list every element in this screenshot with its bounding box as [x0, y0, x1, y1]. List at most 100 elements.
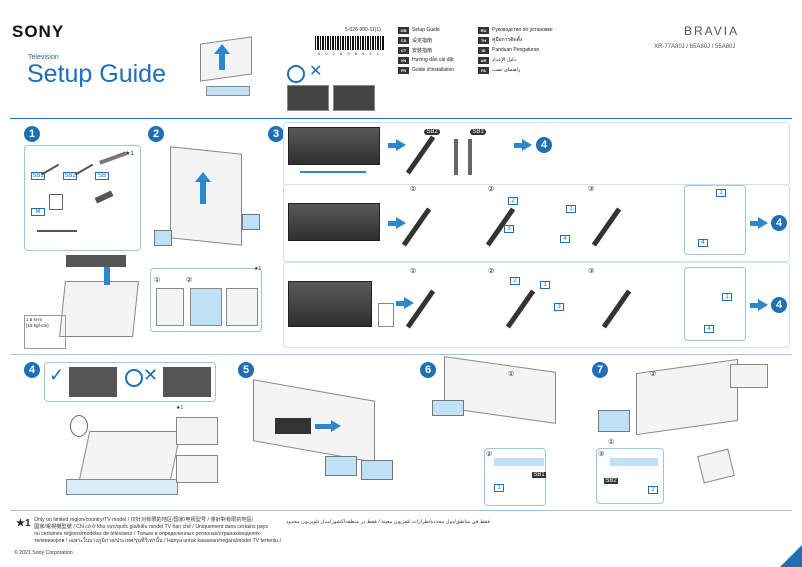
language-code: GB [398, 26, 409, 34]
part-number: 5-026-980-11(1) [345, 27, 381, 33]
page-title: Setup Guide [27, 60, 166, 88]
footnote-arabic: فقط في مناطق/دول محددة/طرازات تلفزيون مع… [286, 519, 490, 525]
num-b-4: 4 [560, 235, 570, 243]
soundbar-illustration [59, 255, 140, 345]
page-corner [780, 545, 802, 567]
substep-c2: ② [488, 268, 495, 275]
label-sb1-a: SB1 [470, 129, 486, 135]
brand-logo: SONY [12, 22, 65, 41]
step-3-row-b: ① ② ③ 2 3 1 4 1 4 4 [283, 184, 790, 262]
part-sb1-label: SB1 [31, 172, 45, 180]
step-7-illustration: ② ① ③ SB2 2 [596, 358, 792, 504]
substep-7-2: ② [650, 371, 657, 378]
num-b-3: 3 [504, 225, 514, 233]
num-b-2: 2 [508, 197, 518, 205]
step-3-number: 3 [268, 126, 284, 142]
language-name: Руководство по установке [492, 27, 553, 33]
part-sb-label: SB [95, 172, 109, 180]
copyright: © 2021 Sony Corporation [14, 550, 73, 556]
language-name: 设定指南 [412, 37, 433, 44]
language-code: CT [398, 46, 409, 54]
step-5-illustration [245, 379, 405, 490]
substep-7-1: ① [608, 439, 615, 446]
footnote-line-3: ou certaines régions/modèles de télévise… [34, 531, 260, 537]
num-c-2: 2 [510, 277, 520, 285]
language-name: Panduan Pengaturan [492, 47, 540, 53]
parts-panel: SB1 SB2 SB M ★1 [24, 145, 141, 251]
substep-6-2: ② [486, 451, 493, 458]
note-mark-4: ★1 [176, 405, 184, 411]
step-1-number: 1 [24, 126, 40, 142]
footnote-mark: ★1 [16, 518, 31, 529]
footnote-line-1: Only on limited region/country/TV model … [34, 517, 254, 523]
num-c-4: 4 [704, 325, 714, 333]
goto-step-4-c: 4 [771, 297, 787, 313]
language-code: RU [478, 26, 489, 34]
num-b-1b: 1 [716, 189, 726, 197]
doc-subtitle: Television [28, 54, 59, 61]
num-c-3: 3 [554, 303, 564, 311]
product-line: BRAVIA [684, 24, 740, 38]
label-sb2-a: SB2 [424, 129, 440, 135]
footnote-line-2: 國家/電視機型號 / Chỉ có ở khu vực/quốc gia/kiể… [34, 524, 268, 530]
substep-c3: ③ [588, 268, 595, 275]
goto-step-4-a: 4 [536, 137, 552, 153]
substep-c1: ① [410, 268, 417, 275]
barcode [315, 36, 385, 50]
language-code: TH [478, 36, 489, 44]
goto-step-4-b: 4 [771, 215, 787, 231]
model-numbers: XR-77A80J / 65A80J / 55A80J [654, 44, 736, 50]
torque-label: 1.5 N·m {15 kgf·cm} [24, 315, 66, 349]
num-7-2: 2 [648, 486, 658, 494]
substep-7-3: ③ [598, 451, 605, 458]
step-2-number: 2 [148, 126, 164, 142]
step-7-number: 7 [592, 362, 608, 378]
language-code: FR [398, 66, 409, 74]
language-code: VN [398, 56, 409, 64]
substep-b1: ① [410, 186, 417, 193]
step-4-handling-tips: ✓ ✕ [44, 362, 216, 402]
footer-divider [10, 510, 792, 511]
language-name: دليل الإعداد [492, 57, 516, 63]
language-code: CS [398, 36, 409, 44]
step-5-number: 5 [238, 362, 254, 378]
substep-b3: ③ [588, 186, 595, 193]
section-divider [10, 354, 792, 355]
step-2-illustration: ① ② ★1 [150, 146, 265, 350]
barcode-digits: 5 0 2 6 9 8 0 1 1 [318, 51, 381, 56]
label-7-sb2: SB2 [604, 478, 618, 484]
step-3-row-a: SB2 SB1 4 [283, 122, 790, 186]
step-6-illustration: ① ② 1 SB1 [424, 356, 584, 506]
language-name: Hướng dẫn cài đặt [412, 57, 454, 63]
num-c-1: 1 [540, 281, 550, 289]
step-3-row-c: ① ② ③ 2 1 3 1 4 4 [283, 262, 790, 348]
substep-b2: ② [488, 186, 495, 193]
note-mark-2: ★1 [254, 266, 262, 272]
num-b-1: 1 [566, 205, 576, 213]
language-name: Guide d'installation [412, 67, 455, 73]
language-code: AR [478, 56, 489, 64]
language-code: ID [478, 46, 489, 54]
language-name: 安裝指南 [412, 47, 433, 54]
part-m-label: M [31, 208, 45, 216]
num-b-4b: 4 [698, 239, 708, 247]
header-divider [10, 118, 792, 119]
step-4-number: 4 [24, 362, 40, 378]
warning-illustration: ✕ [285, 64, 375, 111]
unboxing-illustration [190, 28, 265, 103]
language-name: คู่มือการติดตั้ง [492, 37, 523, 43]
label-6-sb1: SB1 [532, 472, 546, 478]
language-code: FA [478, 66, 489, 74]
part-sb2-label: SB2 [63, 172, 77, 180]
